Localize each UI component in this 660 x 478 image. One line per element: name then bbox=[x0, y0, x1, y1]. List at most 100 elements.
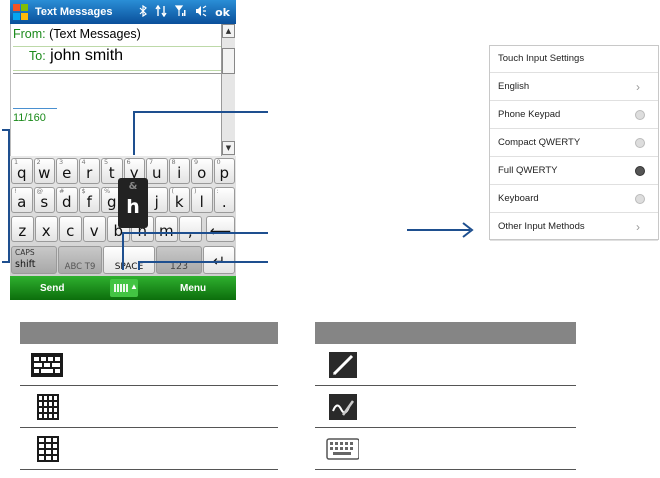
key-secondary-label: 1 bbox=[14, 158, 19, 166]
menu-item-phone-keypad[interactable]: Phone Keypad bbox=[490, 101, 658, 129]
arrow-up-icon: ▲ bbox=[130, 282, 138, 291]
key-label: k bbox=[174, 193, 184, 211]
radio-selected-icon[interactable] bbox=[635, 166, 645, 176]
menu-item-keyboard[interactable]: Keyboard bbox=[490, 185, 658, 213]
from-field[interactable]: From: (Text Messages) bbox=[13, 27, 221, 47]
key-label: s bbox=[40, 193, 49, 211]
key-x[interactable]: x bbox=[35, 216, 58, 242]
key-label: l bbox=[199, 193, 204, 211]
key-secondary-label: @ bbox=[36, 187, 44, 195]
scroll-thumb[interactable] bbox=[222, 48, 235, 74]
full-qwerty-icon bbox=[31, 353, 63, 377]
volume-icon[interactable] bbox=[195, 5, 207, 20]
space-key[interactable]: SPACE bbox=[103, 246, 155, 274]
key-label: w bbox=[38, 164, 51, 182]
key-label: q bbox=[16, 164, 27, 182]
key-c[interactable]: c bbox=[59, 216, 82, 242]
scroll-down-icon[interactable]: ▼ bbox=[222, 141, 235, 155]
phone-keypad-icon bbox=[37, 436, 59, 462]
key-label: d bbox=[61, 193, 72, 211]
start-menu-icon[interactable] bbox=[13, 4, 29, 20]
menu-item-label: Phone Keypad bbox=[498, 109, 561, 120]
key-s[interactable]: @s bbox=[33, 187, 55, 213]
radio-unselected-icon[interactable] bbox=[635, 110, 645, 120]
menu-item-touch-input-settings[interactable]: Touch Input Settings bbox=[490, 45, 658, 73]
table-row bbox=[20, 344, 278, 386]
message-compose-area: From: (Text Messages) To: john smith 11/… bbox=[10, 24, 236, 156]
key-secondary-label: 8 bbox=[171, 158, 176, 166]
softkey-bar: Send ▲ Menu bbox=[10, 276, 236, 300]
key-a[interactable]: !a bbox=[11, 187, 33, 213]
key-v[interactable]: v bbox=[83, 216, 106, 242]
menu-item-full-qwerty[interactable]: Full QWERTY bbox=[490, 157, 658, 185]
send-softkey[interactable]: Send bbox=[40, 283, 65, 294]
input-selector-button[interactable]: ▲ bbox=[110, 279, 138, 297]
key-label: a bbox=[17, 193, 27, 211]
key-f[interactable]: $f bbox=[78, 187, 100, 213]
key-k[interactable]: (k bbox=[168, 187, 190, 213]
key-label: z bbox=[18, 222, 27, 240]
key-secondary-label: # bbox=[59, 187, 65, 195]
key-secondary-label: ( bbox=[171, 187, 175, 195]
message-body-input[interactable] bbox=[13, 73, 221, 153]
radio-unselected-icon[interactable] bbox=[635, 138, 645, 148]
key-period[interactable]: :. bbox=[213, 187, 235, 213]
table-row bbox=[315, 428, 576, 470]
table-row bbox=[20, 428, 278, 470]
left-icon-table bbox=[20, 322, 278, 470]
phone-screen: Text Messages ok From: (Text Messages) T… bbox=[10, 0, 236, 300]
chevron-right-icon: › bbox=[636, 80, 640, 94]
radio-unselected-icon[interactable] bbox=[635, 194, 645, 204]
key-secondary-label: 7 bbox=[149, 158, 154, 166]
key-secondary-label: ! bbox=[14, 187, 17, 195]
key-label: p bbox=[219, 164, 230, 182]
key-j[interactable]: j bbox=[146, 187, 168, 213]
menu-softkey[interactable]: Menu bbox=[180, 283, 207, 294]
key-secondary-label: ) bbox=[194, 187, 197, 195]
enter-key[interactable]: ↵ bbox=[203, 246, 235, 274]
chevron-right-icon: › bbox=[636, 220, 640, 234]
key-label: x bbox=[41, 222, 51, 240]
message-scrollbar[interactable]: ▲ ▼ bbox=[221, 24, 235, 156]
abc-t9-key[interactable]: ABC T9 bbox=[58, 246, 102, 274]
keyboard-icon bbox=[114, 284, 128, 292]
key-label: t bbox=[108, 164, 115, 182]
table-row bbox=[315, 344, 576, 386]
key-d[interactable]: #d bbox=[56, 187, 78, 213]
key-secondary-label: $ bbox=[81, 187, 86, 195]
number-mode-key[interactable]: 123 bbox=[156, 246, 202, 274]
backspace-key[interactable]: ⟵ bbox=[206, 216, 235, 242]
menu-item-english[interactable]: English› bbox=[490, 73, 658, 101]
key-comma[interactable]: , bbox=[179, 216, 202, 242]
menu-item-other-input-methods[interactable]: Other Input Methods › bbox=[490, 213, 658, 241]
key-secondary-label: 9 bbox=[194, 158, 199, 166]
menu-item-label: Other Input Methods bbox=[498, 221, 585, 232]
scroll-up-icon[interactable]: ▲ bbox=[222, 24, 235, 38]
key-l[interactable]: )l bbox=[191, 187, 213, 213]
key-label: . bbox=[221, 193, 227, 211]
ok-button[interactable]: ok bbox=[215, 5, 230, 19]
table-header bbox=[20, 322, 278, 344]
character-counter: 11/160 bbox=[13, 108, 57, 124]
key-secondary-label: 3 bbox=[59, 158, 64, 166]
caps-shift-key[interactable]: CAPS shift bbox=[11, 246, 57, 274]
keyboard-icon bbox=[326, 438, 359, 460]
key-label: e bbox=[62, 164, 72, 182]
key-secondary-label: 4 bbox=[81, 158, 86, 166]
right-icon-table bbox=[315, 322, 576, 470]
to-field[interactable]: To: john smith bbox=[13, 47, 221, 71]
key-m[interactable]: m bbox=[155, 216, 178, 242]
menu-item-compact-qwerty[interactable]: Compact QWERTY bbox=[490, 129, 658, 157]
key-z[interactable]: z bbox=[11, 216, 34, 242]
handwriting-icon bbox=[329, 394, 357, 420]
